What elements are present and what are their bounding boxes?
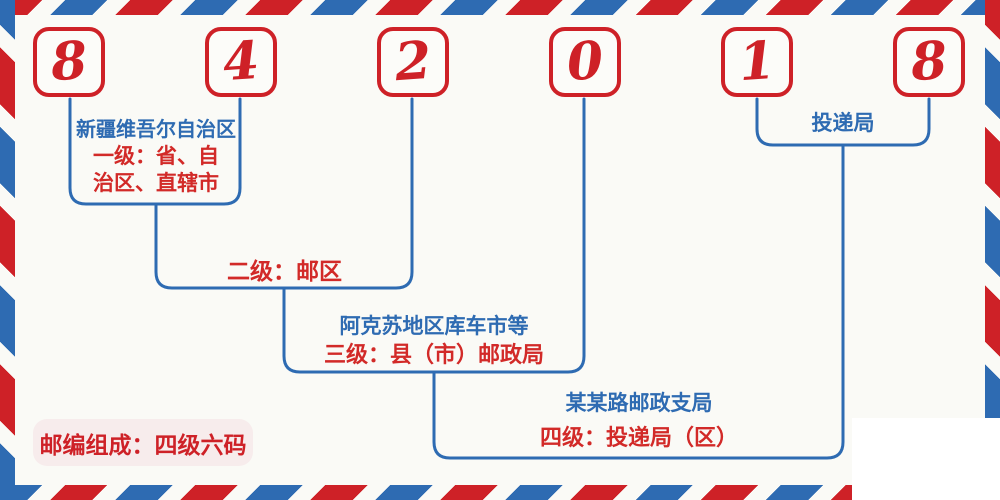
postal-digit-2: 4	[220, 29, 262, 94]
level1-label-line2: 治区、直辖市	[93, 171, 219, 195]
digit-box-4: 0	[549, 27, 621, 97]
level3-label: 三级：县（市）邮政局	[323, 343, 544, 368]
level4-place-name: 某某路邮政支局	[565, 391, 713, 415]
airmail-stripe-border-top	[0, 0, 1000, 15]
digit-box-1: 8	[33, 27, 105, 97]
connector-level4-box	[432, 143, 845, 460]
level1-label-line1: 一级：省、自	[93, 144, 219, 168]
delivery-office-annotation: 投递局	[757, 107, 929, 137]
digit-box-3: 2	[377, 27, 449, 97]
postal-code-composition-text: 邮编组成：四级六码	[39, 432, 247, 459]
digit-box-2: 4	[205, 27, 277, 97]
postal-digit-4: 0	[564, 29, 606, 94]
level3-annotation: 阿克苏地区库车市等 三级：县（市）邮政局	[283, 312, 585, 370]
blank-corner-patch	[852, 418, 1000, 500]
airmail-stripe-border-left	[0, 0, 15, 500]
level4-annotation: 某某路邮政支局 四级：投递局（区）	[434, 389, 844, 453]
level3-place-name: 阿克苏地区库车市等	[339, 314, 529, 338]
level2-label: 二级：邮区	[227, 259, 342, 285]
airmail-stripe-border-bottom	[0, 485, 1000, 500]
postal-code-composition-badge: 邮编组成：四级六码	[33, 419, 253, 466]
postal-digit-5: 1	[736, 29, 778, 94]
digit-box-5: 1	[721, 27, 793, 97]
airmail-stripe-border-right	[985, 0, 1000, 500]
level1-annotation: 新疆维吾尔自治区 一级：省、自 治区、直辖市	[72, 116, 240, 197]
delivery-office-label: 投递局	[811, 111, 875, 135]
postal-digit-1: 8	[48, 29, 90, 94]
level1-place-name: 新疆维吾尔自治区	[76, 117, 236, 141]
connector-delivery-bracket	[755, 97, 931, 147]
level4-label: 四级：投递局（区）	[539, 426, 738, 451]
postal-digit-3: 2	[392, 29, 434, 94]
digit-box-6: 8	[893, 27, 965, 97]
level2-annotation: 二级：邮区	[156, 252, 413, 286]
postal-digit-6: 8	[908, 29, 950, 94]
